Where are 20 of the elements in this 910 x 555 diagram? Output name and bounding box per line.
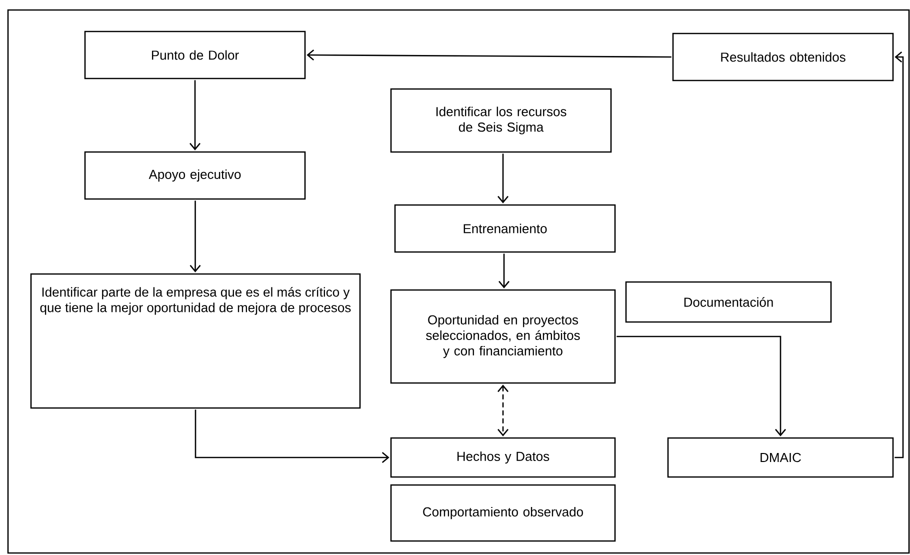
arrow — [498, 154, 508, 204]
process-box: Identificar los recursos de Seis Sigma — [390, 88, 612, 153]
process-box: Apoyo ejecutivo — [84, 151, 306, 200]
process-box: Entrenamiento — [394, 204, 616, 253]
arrow — [894, 52, 904, 458]
process-box: Identificar parte de la empresa que es el más crítico y que tiene la mejor oportunidad de mejora de procesos — [30, 273, 361, 409]
process-box: Comportamiento observado — [390, 484, 616, 542]
process-box: Hechos y Datos — [390, 437, 616, 478]
arrow — [498, 254, 510, 288]
process-box: DMAIC — [667, 437, 894, 478]
arrow — [190, 200, 201, 272]
arrow — [194, 410, 390, 463]
process-box: Resultados obtenidos — [672, 32, 894, 82]
arrow — [498, 384, 508, 436]
process-box: Oportunidad en proyectos seleccionados, en ámbitos y con financiamiento — [390, 289, 616, 384]
arrow — [306, 50, 672, 61]
arrow — [616, 336, 786, 436]
arrow — [190, 80, 200, 150]
process-box: Punto de Dolor — [84, 30, 306, 80]
process-box: Documentación — [625, 281, 832, 323]
